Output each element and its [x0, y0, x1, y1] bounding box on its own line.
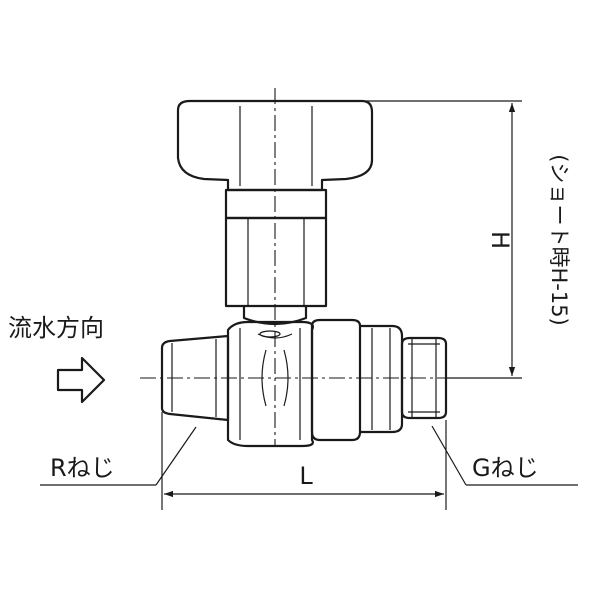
height-note-label: (ショート時H-15) — [547, 154, 571, 325]
g-thread-label: Gねじ — [472, 454, 539, 482]
r-thread-leader — [40, 426, 197, 486]
dimension-h — [326, 100, 522, 379]
stem — [224, 188, 328, 339]
g-thread-leader — [431, 425, 578, 486]
g-thread-outlet — [400, 336, 448, 420]
union-nut — [310, 318, 404, 442]
center-lines — [140, 88, 520, 445]
flow-direction-label: 流水方向 — [8, 314, 104, 342]
flow-direction-arrow-icon — [56, 356, 106, 404]
r-thread-label: Rねじ — [50, 454, 115, 482]
length-label: L — [299, 462, 313, 490]
dimension-l — [161, 412, 447, 510]
handle — [176, 99, 374, 192]
r-thread-inlet — [160, 334, 230, 422]
valve-body — [226, 320, 314, 448]
height-label: H — [486, 231, 514, 249]
